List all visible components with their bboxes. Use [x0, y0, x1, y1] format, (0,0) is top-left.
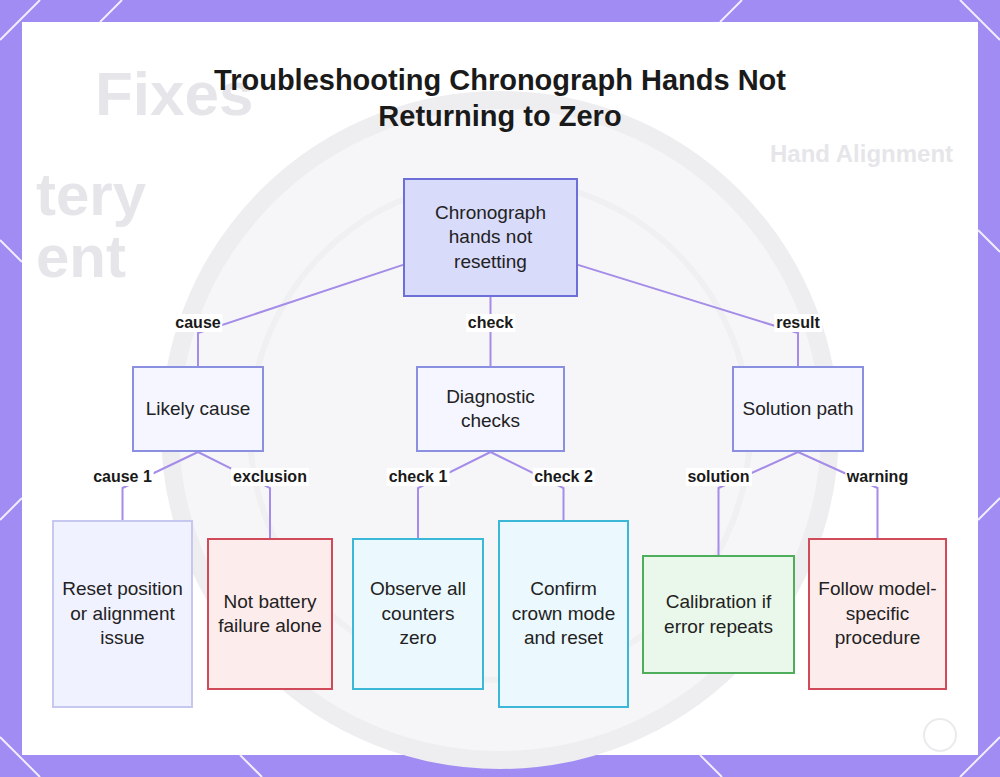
node-text-group: Not battery failure alone: [217, 590, 323, 639]
connector: [418, 452, 491, 538]
process-box: Calibration if error repeats: [642, 555, 795, 674]
process-box: Observe all counters zero: [352, 538, 484, 690]
watermark-text: Hand Alignment: [770, 140, 953, 168]
connector-line: [198, 452, 270, 538]
connector-line: [578, 265, 798, 366]
diagram-title: Troubleshooting Chronograph Hands Not Re…: [200, 62, 800, 134]
edge-label: cause: [173, 314, 222, 332]
node-text: Likely cause: [146, 397, 251, 422]
node-text: Chronograph hands not resetting: [413, 201, 568, 275]
edge-label: result: [774, 314, 822, 332]
process-box: Diagnostic checks: [416, 366, 565, 452]
node-text-group: Diagnostic checks: [426, 385, 555, 434]
edge-label: exclusion: [231, 468, 309, 486]
connector-line: [491, 452, 564, 520]
connector: [198, 452, 270, 538]
node-text-group: Chronograph hands not resetting: [413, 201, 568, 275]
node-text: Follow model-specific procedure: [818, 577, 937, 651]
node-text: Solution path: [743, 397, 854, 422]
process-box: Chronograph hands not resetting: [403, 178, 578, 297]
edge-label: check: [466, 314, 515, 332]
node-text-group: Follow model-specific procedure: [818, 577, 937, 651]
node-text: Confirm crown mode and reset: [508, 577, 619, 651]
node-text-group: Likely cause: [146, 397, 251, 422]
connector-line: [418, 452, 491, 538]
node-text-group: Confirm crown mode and reset: [508, 577, 619, 651]
process-box: Confirm crown mode and reset: [498, 520, 629, 708]
connector-line: [123, 452, 199, 520]
node-text: Reset position or alignment issue: [62, 577, 183, 651]
edge-label: cause 1: [91, 468, 154, 486]
connector: [578, 265, 798, 366]
watermark-text: ent: [36, 222, 126, 291]
watermark-text: tery: [36, 160, 146, 229]
process-box: Not battery failure alone: [207, 538, 333, 690]
connector-line: [798, 452, 878, 538]
edge-label: check 2: [532, 468, 595, 486]
connector: [798, 452, 878, 538]
process-box: Likely cause: [132, 366, 264, 452]
process-box: Solution path: [732, 366, 864, 452]
node-text: Observe all counters zero: [362, 577, 474, 651]
node-text-group: Solution path: [743, 397, 854, 422]
edge-label: warning: [845, 468, 910, 486]
node-text-group: Calibration if error repeats: [652, 590, 785, 639]
node-text: Diagnostic checks: [426, 385, 555, 434]
process-box: Follow model-specific procedure: [808, 538, 947, 690]
connector: [123, 452, 199, 520]
edge-label: solution: [685, 468, 751, 486]
connector-line: [198, 265, 403, 366]
node-text: Not battery failure alone: [217, 590, 323, 639]
node-text: Calibration if error repeats: [652, 590, 785, 639]
process-box: Reset position or alignment issue: [52, 520, 193, 708]
connector: [198, 265, 403, 366]
node-text-group: Observe all counters zero: [362, 577, 474, 651]
edge-label: check 1: [387, 468, 450, 486]
node-text-group: Reset position or alignment issue: [62, 577, 183, 651]
connector: [491, 452, 564, 520]
